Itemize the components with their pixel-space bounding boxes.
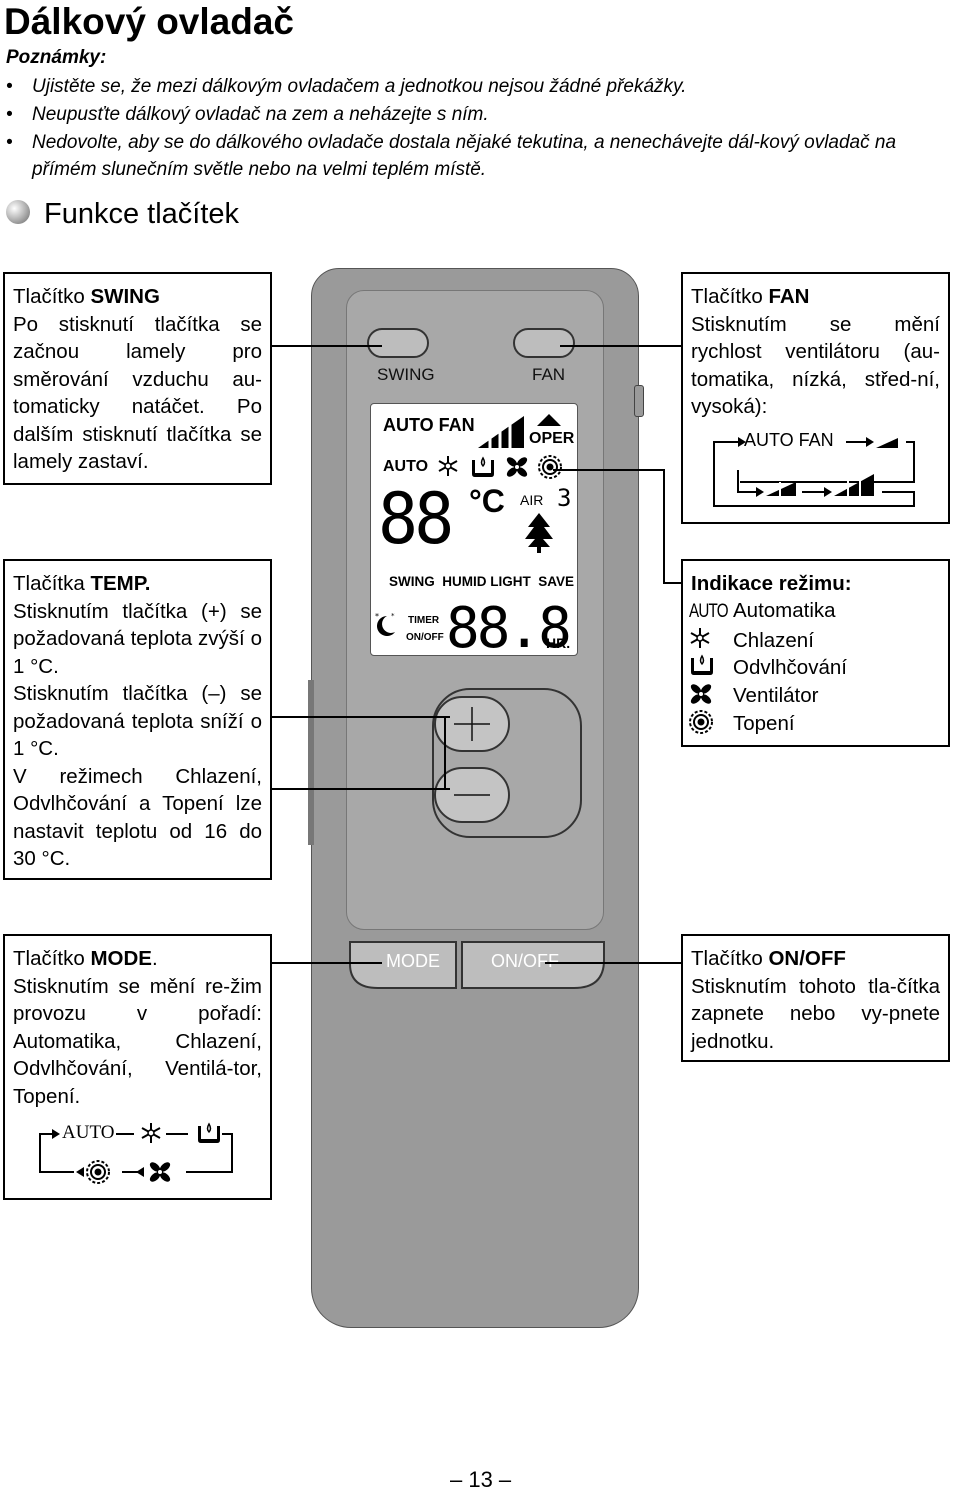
lcd-auto: AUTO (383, 458, 429, 475)
temp-info-box: Tlačítka TEMP. Stisknutím tlačítka (+) s… (3, 559, 272, 880)
swing-button-label: SWING (377, 365, 435, 384)
lcd-deg-c: °C (469, 483, 505, 519)
fan-button-label: FAN (532, 365, 566, 384)
snowflake-icon (690, 628, 710, 648)
mode-box-title: MODE (90, 947, 152, 970)
fan-box-text: Stisknutím se mění rychlost ventilátoru … (691, 312, 940, 419)
onoff-info-box: Tlačítko ON/OFF Stisknutím tohoto tla-čí… (681, 934, 950, 1062)
minus-icon (454, 794, 490, 796)
lcd-air-digit: 3 (557, 484, 572, 512)
mode-indicator-leader-h (663, 582, 683, 584)
temp-leader-line-plus (270, 716, 450, 718)
remote-side-switch (634, 385, 644, 417)
mode-indicator-heat: Topení (689, 710, 795, 741)
temp-button-housing (432, 688, 582, 838)
lcd-temperature-digits: 88 (378, 478, 454, 560)
dehumidify-icon (691, 654, 713, 675)
mode-info-box: Tlačítko MODE. Stisknutím se mění re-žim… (3, 934, 272, 1200)
fan-leader-line (560, 345, 682, 347)
auto-glyph-icon: AUTO (689, 601, 729, 622)
mode-box-text: Stisknutím se mění re-žim provozu v pořa… (13, 974, 262, 1108)
dehumidify-icon (472, 456, 494, 477)
heat-mode-icon (689, 710, 713, 734)
swing-info-box: Tlačítko SWING Po stisknutí tlačítka se … (3, 272, 272, 485)
fan-box-title: FAN (768, 285, 810, 308)
temp-box-text-range: V režimech Chlazení, Odvlhčování a Topen… (13, 764, 262, 871)
page-number: – 13 – (450, 1467, 512, 1492)
mode-leader-line (270, 962, 382, 964)
sleep-moon-icon: * * (375, 612, 395, 636)
oper-triangle-icon (537, 414, 561, 426)
page-title: Dálkový ovladač (4, 1, 294, 42)
notes-heading: Poznámky: (6, 47, 107, 68)
fan-speed-cycle-diagram (713, 437, 915, 507)
mode-cycle-auto-label: AUTO (62, 1122, 115, 1143)
temp-box-text-plus: Stisknutím tlačítka (+) se požadovaná te… (13, 599, 262, 678)
mode-indicator-title: Indikace režimu: (691, 572, 852, 595)
lcd-auto-fan: AUTO FAN (383, 415, 475, 435)
mode-indicator-fan: Ventilátor (689, 682, 818, 713)
temp-plus-button[interactable] (434, 696, 510, 752)
swing-box-text: Po stisknutí tlačítka se začnou lamely p… (13, 312, 262, 474)
lcd-air: AIR (520, 492, 544, 508)
mode-indicator-leader-top (553, 469, 665, 471)
fan-mode-icon (506, 457, 528, 477)
onoff-leader-line (545, 962, 682, 964)
temp-leader-line-minus (270, 788, 450, 790)
lcd-function-row: SWING HUMID LIGHT SAVE (389, 574, 574, 589)
fan-speed-bars-icon (478, 416, 524, 448)
plus-icon (454, 707, 490, 741)
section-title: Funkce tlačítek (44, 198, 240, 230)
lcd-oper: OPER (529, 430, 575, 447)
mode-button-label: MODE (386, 951, 440, 971)
mode-onoff-button-group (349, 941, 605, 989)
lcd-hours-digits: 88.8 (446, 596, 572, 661)
section-bullet-icon (6, 200, 30, 224)
swing-leader-line (270, 345, 382, 347)
mode-indicator-cool: Chlazení (689, 627, 814, 656)
remote-side-edge (308, 680, 314, 845)
tree-icon (525, 513, 553, 553)
lcd-onoff: ON/OFF (406, 632, 444, 643)
mode-cycle-diagram (39, 1122, 233, 1184)
temp-box-text-minus: Stisknutím tlačítka (–) se požadovaná te… (13, 682, 262, 760)
onoff-box-title: ON/OFF (768, 947, 846, 970)
mode-indicator-dry: Odvlhčování (689, 654, 847, 683)
fan-cycle-auto-label: AUTO FAN (744, 430, 834, 450)
lcd-hr: HR. (546, 635, 571, 651)
onoff-button-label: ON/OFF (491, 951, 559, 971)
svg-text:*: * (391, 612, 395, 620)
heat-mode-icon (538, 455, 562, 479)
swing-button[interactable] (367, 328, 429, 358)
temp-box-title: TEMP. (90, 572, 151, 595)
lcd-timer: TIMER (408, 615, 440, 626)
snowflake-icon (438, 456, 458, 476)
temp-leader-vertical (444, 716, 446, 790)
svg-text:*: * (375, 612, 379, 621)
swing-box-title: SWING (90, 285, 160, 308)
onoff-box-text: Stisknutím tohoto tla-čítka zapnete nebo… (691, 974, 940, 1053)
mode-indicator-leader-v (663, 470, 665, 584)
mode-indicator-auto: AUTO Automatika (689, 597, 836, 625)
mode-indicator-box: Indikace režimu: (681, 559, 950, 747)
fan-mode-icon (690, 684, 712, 704)
fan-button[interactable] (513, 328, 575, 358)
